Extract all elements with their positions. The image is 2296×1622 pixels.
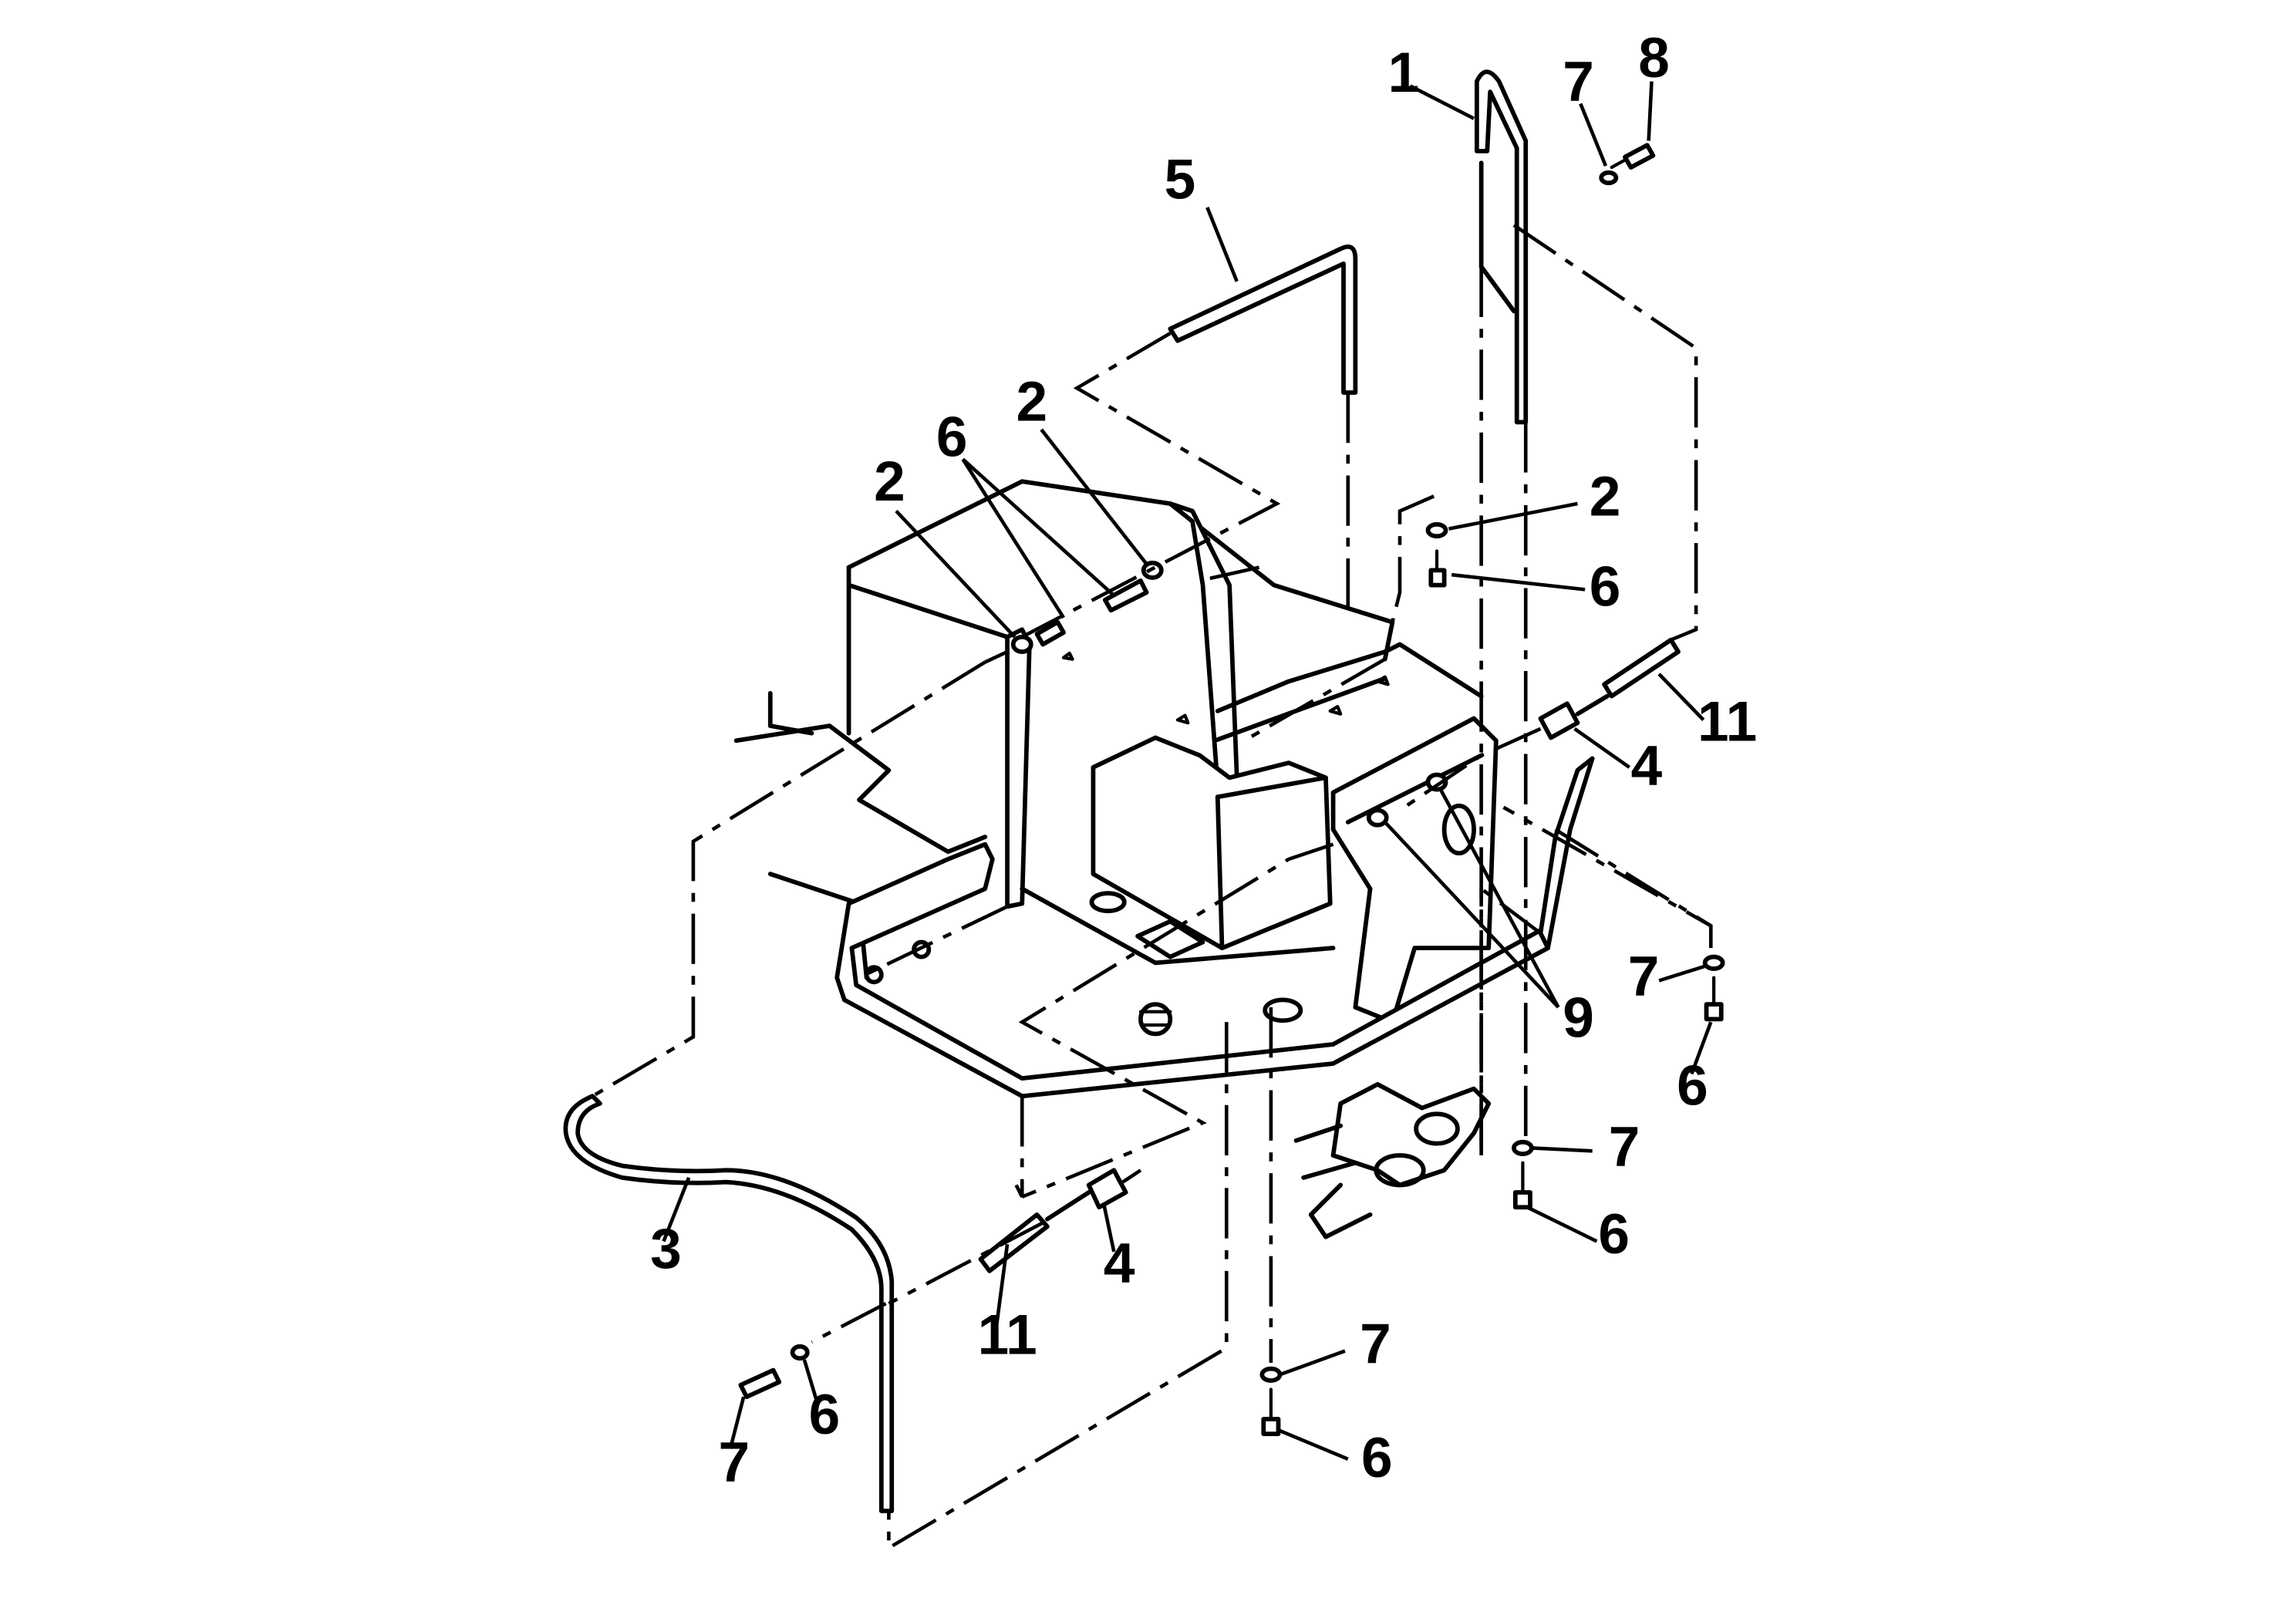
callout-6: 6 <box>1361 1427 1393 1489</box>
part-11-upper <box>1538 637 1681 740</box>
callout-2: 2 <box>1590 465 1621 528</box>
callout-6: 6 <box>1598 1203 1630 1266</box>
callout-4: 4 <box>1631 735 1663 798</box>
callout-6: 6 <box>936 406 968 469</box>
callout-4: 4 <box>1104 1233 1135 1295</box>
callout-11: 11 <box>978 1303 1037 1366</box>
part-3-rod <box>563 1094 895 1513</box>
callout-6: 6 <box>1677 1055 1708 1118</box>
callout-6: 6 <box>1590 556 1621 619</box>
callout-1: 1 <box>1388 42 1420 104</box>
callout-11: 11 <box>1698 690 1757 753</box>
callout-5: 5 <box>1165 148 1196 211</box>
callout-7: 7 <box>1609 1115 1640 1178</box>
frame-assembly <box>733 479 1595 1239</box>
callout-9: 9 <box>1563 986 1594 1049</box>
callout-7: 7 <box>1563 51 1594 113</box>
callout-6: 7 <box>719 1431 750 1494</box>
callout-labels: 1 8 7 5 2 6 2 2 6 11 4 7 9 6 7 6 3 4 11 … <box>650 27 1757 1494</box>
callout-7: 7 <box>1360 1313 1391 1375</box>
callout-2: 2 <box>874 450 905 513</box>
callout-2: 2 <box>1017 370 1048 433</box>
leader-lines <box>662 81 1713 1461</box>
part-1-handle <box>1474 69 1529 425</box>
callout-3: 3 <box>650 1218 682 1280</box>
callout-7: 7 <box>1628 946 1660 1008</box>
callout-7: 6 <box>809 1384 841 1446</box>
callout-8: 8 <box>1638 27 1670 89</box>
alignment-lines <box>592 224 1713 1552</box>
part-5-rod <box>1168 244 1358 395</box>
